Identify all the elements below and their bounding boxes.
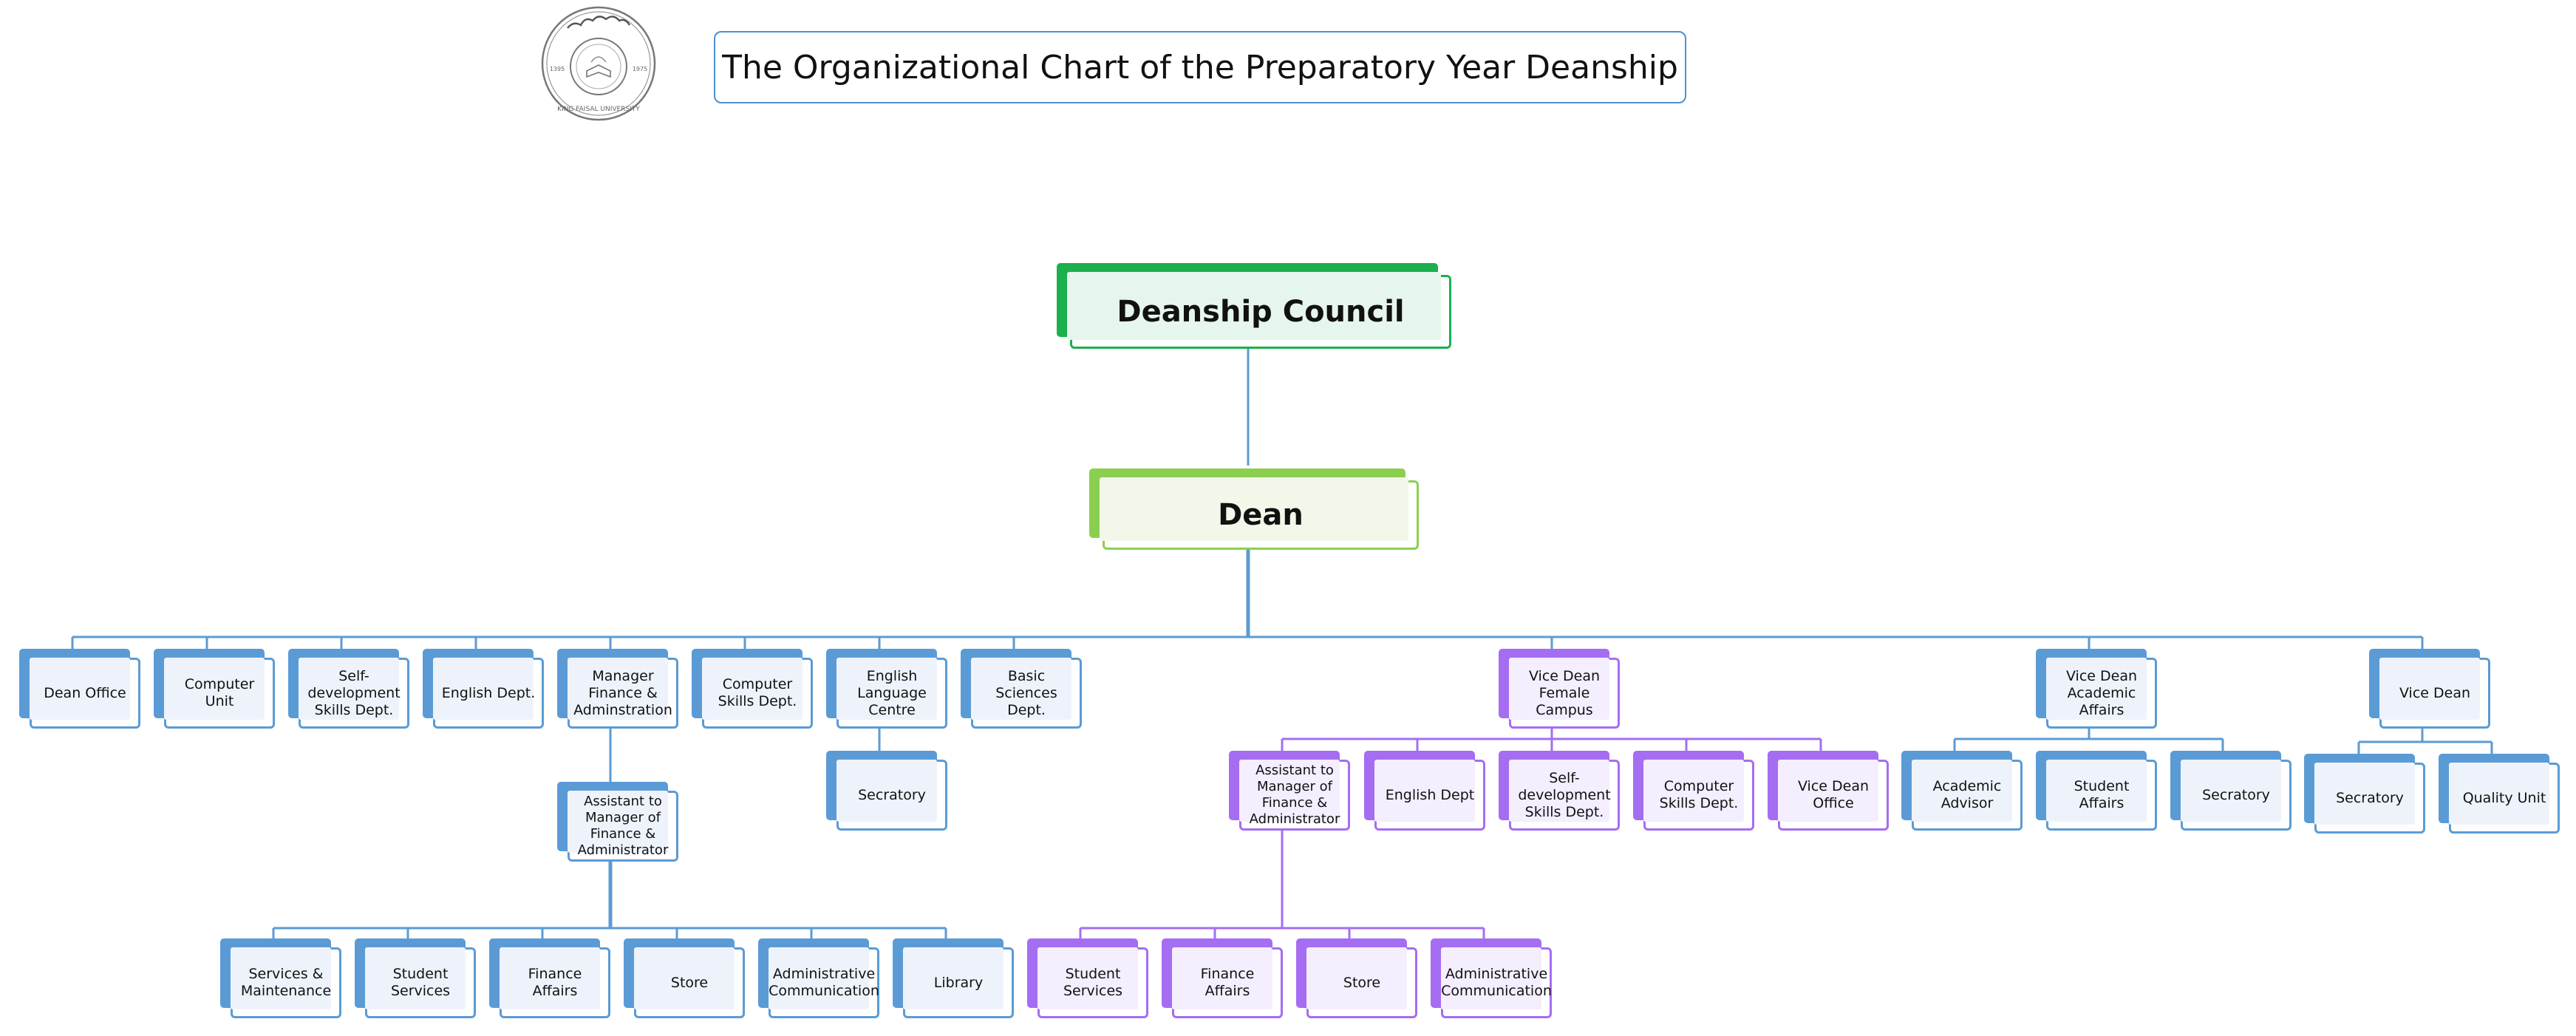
dean-office-box: Dean Office	[19, 649, 140, 729]
female-english-dept-label: English Dept	[1385, 786, 1475, 803]
basic-sciences-dept-box: Basic Sciences Dept.	[961, 649, 1082, 729]
english-dept-label: English Dept.	[441, 684, 536, 701]
vice-dean-secretary-label: Secratory	[2336, 789, 2404, 806]
female-self-development-box: Self-development Skills Dept.	[1499, 751, 1620, 831]
library-label: Library	[933, 974, 984, 991]
computer-unit-box: Computer Unit	[154, 649, 275, 729]
vice-dean-office-label: Vice Dean Office	[1797, 778, 1870, 811]
store-label: Store	[670, 974, 709, 991]
self-development-dept-label: Self-development Skills Dept.	[307, 667, 401, 718]
administrative-communication-box: Administrative Communication	[758, 938, 879, 1018]
female-store-label: Store	[1343, 974, 1381, 991]
student-services-box: Student Services	[355, 938, 476, 1018]
female-self-development-label: Self-development Skills Dept.	[1518, 769, 1611, 820]
vice-dean-secretary-box: Secratory	[2304, 754, 2425, 834]
finance-assistant-label: Assistant to Manager of Finance & Admini…	[577, 794, 669, 858]
female-finance-assistant-box: Assistant to Manager of Finance & Admini…	[1229, 751, 1350, 831]
manager-finance-label: Manager Finance & Adminstration	[573, 667, 672, 718]
manager-finance-box: Manager Finance & Adminstration	[557, 649, 678, 729]
female-student-services-label: Student Services	[1063, 966, 1123, 999]
female-administrative-communication-box: Administrative Communication	[1431, 938, 1552, 1018]
self-development-dept-box: Self-development Skills Dept.	[288, 649, 409, 729]
vice-dean-box: Vice Dean	[2369, 649, 2490, 729]
vice-dean-label: Vice Dean	[2399, 684, 2471, 701]
finance-assistant-box: Assistant to Manager of Finance & Admini…	[557, 782, 678, 862]
administrative-communication-label: Administrative Communication	[769, 966, 879, 999]
student-services-label: Student Services	[390, 966, 451, 999]
vice-dean-academic-label: Vice Dean Academic Affairs	[2065, 667, 2138, 718]
university-seal-logo: KING FAISAL UNIVERSITY 1395 1975	[541, 6, 656, 121]
vice-dean-academic-box: Vice Dean Academic Affairs	[2036, 649, 2157, 729]
student-affairs-box: Student Affairs	[2036, 751, 2157, 831]
svg-text:1975: 1975	[633, 66, 647, 72]
vice-dean-female-box: Vice Dean Female Campus	[1499, 649, 1620, 729]
academic-advisor-box: Academic Advisor	[1901, 751, 2023, 831]
female-finance-assistant-label: Assistant to Manager of Finance & Admini…	[1249, 763, 1340, 827]
chart-title: The Organizational Chart of the Preparat…	[714, 31, 1686, 103]
quality-unit-box: Quality Unit	[2439, 754, 2560, 834]
english-language-centre-box: English Language Centre	[826, 649, 947, 729]
svg-text:KING FAISAL UNIVERSITY: KING FAISAL UNIVERSITY	[557, 106, 640, 113]
deanship-council-label: Deanship Council	[1117, 295, 1405, 329]
quality-unit-label: Quality Unit	[2462, 789, 2546, 806]
library-box: Library	[893, 938, 1014, 1018]
academic-advisor-label: Academic Advisor	[1932, 778, 2002, 811]
academic-secretary-label: Secratory	[2202, 786, 2270, 803]
services-maintenance-box: Services & Maintenance	[220, 938, 341, 1018]
female-student-services-box: Student Services	[1027, 938, 1148, 1018]
store-box: Store	[624, 938, 745, 1018]
english-language-centre-label: English Language Centre	[857, 667, 927, 718]
dean-office-label: Dean Office	[44, 684, 126, 701]
english-dept-box: English Dept.	[423, 649, 544, 729]
dean-label: Dean	[1218, 498, 1304, 532]
dean-box: Dean	[1089, 468, 1419, 550]
female-finance-affairs-box: Finance Affairs	[1162, 938, 1283, 1018]
basic-sciences-dept-label: Basic Sciences Dept.	[995, 667, 1057, 718]
computer-unit-label: Computer Unit	[184, 676, 255, 709]
elc-secretary-label: Secratory	[858, 786, 926, 803]
finance-affairs-label: Finance Affairs	[528, 966, 582, 999]
services-maintenance-label: Services & Maintenance	[240, 966, 332, 999]
female-computer-skills-box: Computer Skills Dept.	[1633, 751, 1754, 831]
computer-skills-dept-box: Computer Skills Dept.	[692, 649, 813, 729]
finance-affairs-box: Finance Affairs	[489, 938, 610, 1018]
vice-dean-office-box: Vice Dean Office	[1768, 751, 1889, 831]
svg-text:1395: 1395	[550, 66, 565, 72]
computer-skills-dept-label: Computer Skills Dept.	[718, 676, 797, 709]
female-english-dept-box: English Dept	[1364, 751, 1485, 831]
elc-secretary-box: Secratory	[826, 751, 947, 831]
vice-dean-female-label: Vice Dean Female Campus	[1528, 667, 1601, 718]
female-administrative-communication-label: Administrative Communication	[1441, 966, 1552, 999]
female-store-box: Store	[1296, 938, 1417, 1018]
female-finance-affairs-label: Finance Affairs	[1200, 966, 1255, 999]
student-affairs-label: Student Affairs	[2074, 778, 2130, 811]
female-computer-skills-label: Computer Skills Dept.	[1659, 778, 1739, 811]
deanship-council-box: Deanship Council	[1057, 263, 1451, 349]
academic-secretary-box: Secratory	[2170, 751, 2292, 831]
